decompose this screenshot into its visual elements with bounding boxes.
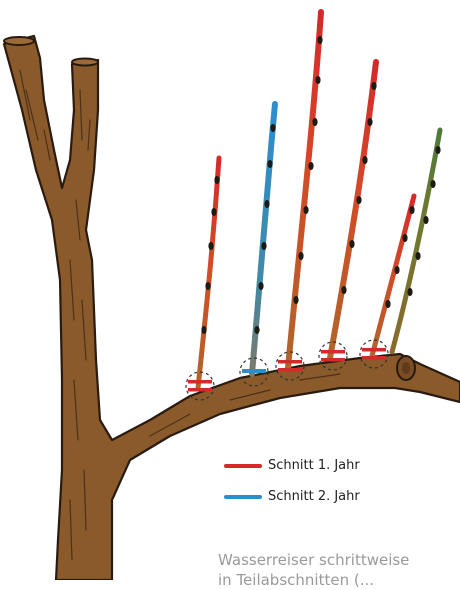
- legend-item-year2: Schnitt 2. Jahr: [224, 489, 360, 504]
- caption-line-2: in Teilabschnitten (...: [218, 570, 460, 590]
- legend-label-year1: Schnitt 1. Jahr: [268, 458, 360, 473]
- shoot-3: [288, 12, 321, 368]
- legend-label-year2: Schnitt 2. Jahr: [268, 489, 360, 504]
- legend-item-year1: Schnitt 1. Jahr: [224, 458, 360, 473]
- caption: Wasserreiser schrittweise in Teilabschni…: [218, 550, 460, 590]
- legend-swatch-red: [224, 464, 262, 468]
- shoot-2: [252, 104, 275, 374]
- water-shoots: [198, 12, 441, 388]
- caption-line-1: Wasserreiser schrittweise: [218, 550, 460, 570]
- shoot-5: [372, 196, 414, 356]
- shoot-1: [198, 158, 219, 388]
- shoot-6: [392, 130, 440, 352]
- shoot-4: [330, 62, 376, 358]
- legend-swatch-blue: [224, 495, 262, 499]
